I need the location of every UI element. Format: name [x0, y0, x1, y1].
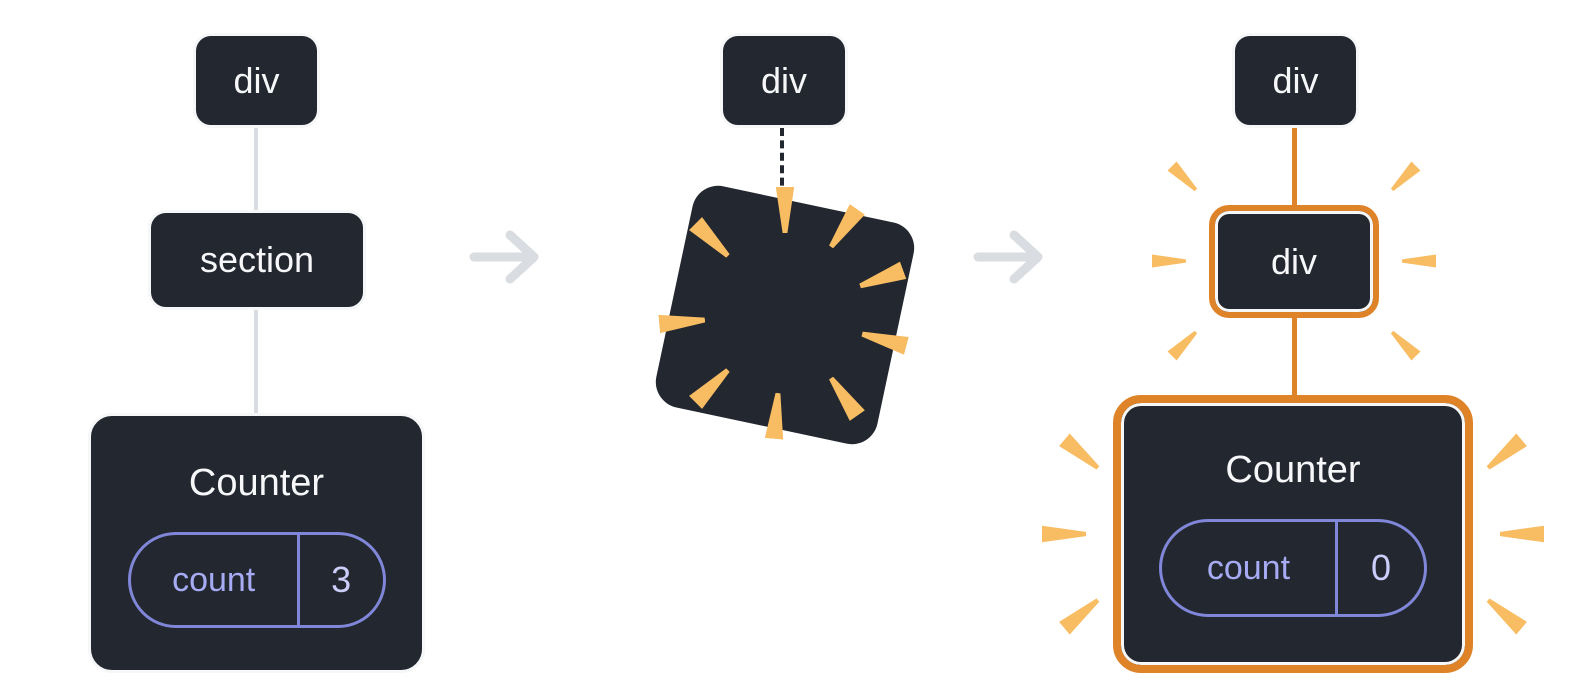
tree-connector-highlight [1292, 318, 1297, 395]
state-key: count [1162, 522, 1338, 614]
counter-component-before: Counter count 3 [88, 413, 425, 673]
node-label: section [199, 239, 315, 280]
spark-icon [1387, 161, 1421, 195]
tree-connector-highlight [1292, 128, 1297, 205]
dom-node-div-root-during: div [720, 33, 848, 128]
dom-node-div-root-before: div [193, 33, 320, 128]
dashed-connector [780, 128, 784, 198]
node-label: div [1270, 240, 1318, 282]
state-value: 3 [331, 559, 352, 600]
state-key: count [131, 535, 300, 625]
component-title: Counter [1225, 449, 1361, 491]
tree-connector [254, 310, 258, 413]
spark-icon [1482, 433, 1527, 475]
spark-icon [1167, 161, 1201, 195]
node-label: div [760, 59, 808, 101]
state-pill-before: count 3 [127, 532, 386, 628]
right-arrow-icon [973, 230, 1043, 284]
dom-node-section-before: section [148, 210, 366, 310]
state-value: 0 [1370, 547, 1391, 588]
dom-node-div-new: div [1209, 205, 1379, 318]
spark-icon [1482, 593, 1527, 635]
component-title: Counter [188, 462, 325, 504]
spark-icon [1387, 327, 1421, 361]
spark-icon [1402, 254, 1436, 268]
spark-icon [1059, 593, 1104, 635]
state-pill-after: count 0 [1159, 519, 1427, 617]
spark-icon [1500, 525, 1544, 543]
tree-connector [254, 128, 258, 210]
node-label: div [233, 59, 280, 101]
spark-icon [1042, 525, 1086, 543]
right-arrow-icon [469, 230, 539, 284]
dom-node-div-root-after: div [1232, 33, 1359, 128]
spark-icon [1059, 433, 1104, 475]
counter-component-after: Counter count 0 [1113, 395, 1473, 673]
spark-icon [1152, 254, 1186, 268]
node-label: div [1272, 59, 1319, 101]
spark-icon [1167, 327, 1201, 361]
